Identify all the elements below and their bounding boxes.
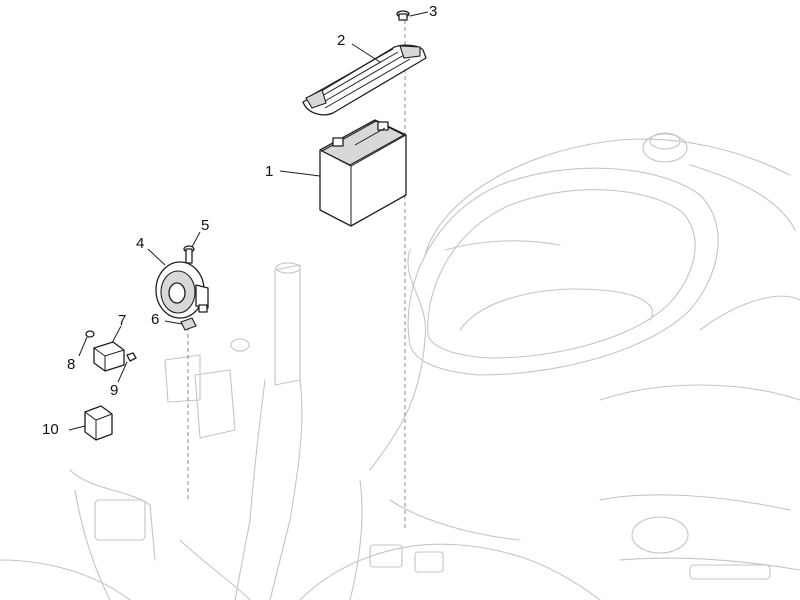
helmet-bay-rib — [444, 240, 561, 251]
body-shell-lower — [369, 249, 427, 471]
callout-3: 3 — [429, 3, 438, 20]
leader-4 — [147, 248, 166, 266]
callout-4: 4 — [136, 235, 145, 252]
callout-8: 8 — [67, 356, 76, 373]
leader-6 — [164, 320, 183, 325]
rear-lower — [619, 557, 800, 571]
steering-lower-2 — [269, 379, 303, 600]
part-nut-6 — [180, 317, 197, 331]
helmet-bay-outer — [407, 167, 719, 376]
rear-lamp-ghost — [631, 516, 689, 554]
rear-panel — [599, 494, 791, 511]
helmet-bay-inner — [427, 189, 696, 359]
callout-6: 6 — [151, 311, 160, 328]
leader-2 — [351, 43, 381, 63]
part-flasher-relay-10 — [84, 405, 113, 441]
fuel-cap-ghost — [642, 133, 688, 163]
callout-10: 10 — [42, 421, 59, 438]
part-nut-9 — [126, 352, 137, 362]
front-shield-bottom — [0, 559, 131, 600]
floor-vent-2 — [414, 551, 444, 573]
front-shield-left-2 — [74, 489, 111, 600]
callout-7: 7 — [118, 312, 127, 329]
rear-step — [689, 564, 771, 580]
duct-ghost — [230, 338, 250, 352]
part-battery-strap-2 — [302, 44, 427, 116]
leader-1 — [279, 170, 321, 177]
body-shell-outline — [424, 138, 791, 256]
leader-8 — [78, 336, 88, 357]
callout-2: 2 — [337, 32, 346, 49]
helmet-bay-floor — [459, 288, 654, 331]
part-horn-4 — [155, 261, 209, 319]
steering-tube — [274, 264, 301, 386]
part-battery-1 — [319, 119, 407, 227]
leader-5 — [191, 231, 201, 248]
part-screw-3 — [396, 10, 410, 21]
leader-10 — [68, 425, 86, 431]
tunnel-bottom — [299, 543, 601, 600]
horn-bracket-ghost — [194, 369, 236, 439]
callout-1: 1 — [265, 163, 274, 180]
side-cowl-right-3 — [599, 384, 800, 401]
steering-top — [275, 262, 301, 274]
side-cowl-right — [689, 164, 796, 231]
callout-5: 5 — [201, 217, 210, 234]
part-screw-5 — [183, 245, 195, 264]
fuel-cap-top-ghost — [649, 132, 681, 150]
leader-3 — [409, 11, 429, 17]
front-shield-left — [69, 469, 156, 561]
steering-lower — [234, 379, 266, 600]
tunnel-mid — [389, 499, 521, 541]
leader-7 — [111, 325, 122, 344]
part-screw-8 — [85, 330, 95, 338]
leader-9 — [117, 361, 128, 383]
floor-vent-1 — [369, 544, 403, 568]
scooter-frame-ghost — [0, 132, 800, 600]
part-relay-7 — [93, 341, 125, 372]
side-cowl-right-2 — [699, 295, 800, 331]
tunnel-left — [349, 479, 363, 600]
front-plate-ghost — [94, 499, 146, 541]
callout-9: 9 — [110, 382, 119, 399]
front-shield-bottom-2 — [179, 539, 251, 600]
